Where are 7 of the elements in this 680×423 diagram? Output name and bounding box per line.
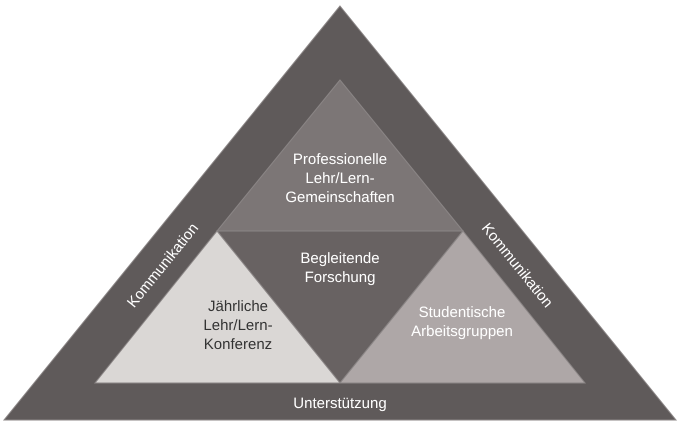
outer-triangle [4,6,676,420]
segment-label: Jährliche Lehr/Lern-Konferenz [202,296,274,354]
segment-label: Studentische Arbeitsgruppen [410,304,513,341]
segment-label: Professionelle Lehr/Lern-Gemeinschaften [284,150,396,206]
triangle-segment [217,80,463,231]
segment-label: Begleitende Forschung [299,249,381,287]
base-label: Unterstützung [292,394,388,412]
